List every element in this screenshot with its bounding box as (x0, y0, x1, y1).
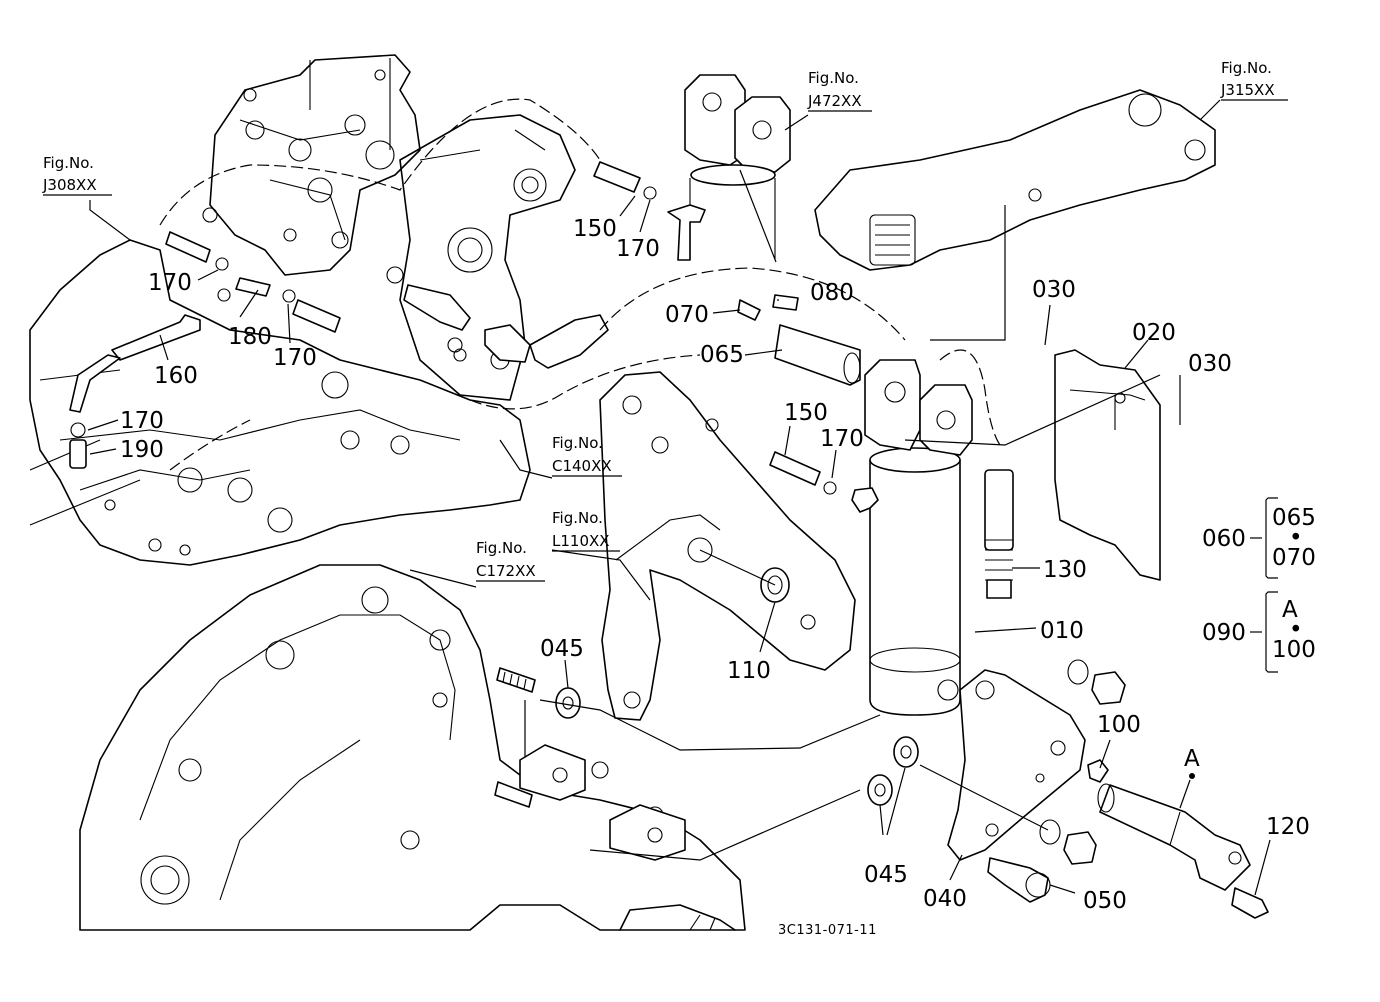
nuts (1039, 659, 1126, 865)
part-label-180: 180 (228, 324, 272, 350)
fig-ref-label: Fig.No. (552, 434, 603, 452)
link-bracket (599, 371, 856, 721)
bolt-050 (987, 857, 1051, 903)
sensor-130 (984, 469, 1014, 599)
part-label-045: 045 (864, 862, 908, 888)
mount-pads (519, 744, 686, 861)
group-item-label: 070 (1272, 545, 1316, 571)
part-label-190: 190 (120, 437, 164, 463)
part-label-040: 040 (923, 886, 967, 912)
group-parent-label: 090 (1202, 620, 1246, 646)
part-label-170: 170 (820, 426, 864, 452)
group-separator: • (1289, 617, 1303, 643)
fig-ref-j315: Fig.No. J315XX (1220, 59, 1288, 101)
part-label-160: 160 (154, 363, 198, 389)
part-label-170: 170 (616, 236, 660, 262)
mount-plate (947, 669, 1086, 861)
left-frame (29, 239, 531, 566)
part-label-170: 170 (273, 345, 317, 371)
part-label-150: 150 (784, 400, 828, 426)
pin-a-marker-dot (1189, 773, 1195, 779)
part-label-030: 030 (1188, 351, 1232, 377)
fig-ref-j308: Fig.No. J308XX (42, 154, 112, 196)
cylinder-clevis-top (684, 74, 791, 260)
part-label-170: 170 (120, 408, 164, 434)
part-label-010: 010 (1040, 618, 1084, 644)
leader-guides (524, 169, 1161, 861)
part-label-100: 100 (1097, 712, 1141, 738)
fig-ref-label: Fig.No. (1221, 59, 1272, 77)
group-parent-label: 060 (1202, 526, 1246, 552)
part-label-170: 170 (148, 270, 192, 296)
fig-ref-code: J472XX (807, 92, 862, 110)
group-separator: • (1289, 525, 1303, 551)
fig-ref-label: Fig.No. (552, 509, 603, 527)
group-item-label: A (1282, 597, 1298, 623)
part-label-030: 030 (1032, 277, 1076, 303)
fig-ref-label: Fig.No. (43, 154, 94, 172)
part-label-070: 070 (665, 302, 709, 328)
part-label-150: 150 (573, 216, 617, 242)
cover-plate (1054, 349, 1161, 581)
part-label-120: 120 (1266, 814, 1310, 840)
fig-ref-code: J308XX (42, 176, 97, 194)
lift-arm (814, 89, 1216, 271)
fig-ref-code: C140XX (552, 457, 612, 475)
part-label-130: 130 (1043, 557, 1087, 583)
part-label-020: 020 (1132, 320, 1176, 346)
fig-ref-c140: Fig.No. C140XX (552, 434, 622, 477)
pin-a (1097, 783, 1251, 891)
part-label-065: 065 (700, 342, 744, 368)
fig-ref-label: Fig.No. (808, 69, 859, 87)
fig-ref-code: L110XX (552, 532, 610, 550)
studs (494, 667, 536, 808)
hydraulic-pipes (69, 161, 879, 513)
part-label-110: 110 (727, 658, 771, 684)
part-label-a: A (1184, 746, 1200, 772)
washers-045 (555, 687, 919, 806)
lift-cylinder (864, 359, 973, 716)
label-leaders (87, 99, 1271, 896)
fig-ref-c172: Fig.No. C172XX (476, 539, 545, 582)
group-060: 060 065 • 070 (1202, 497, 1316, 579)
part-label-045: 045 (540, 636, 584, 662)
fig-ref-label: Fig.No. (476, 539, 527, 557)
part-label-080: 080 (810, 280, 854, 306)
bolt-120 (1231, 887, 1269, 919)
fig-ref-j472: Fig.No. J472XX (807, 69, 872, 112)
group-090: 090 A • 100 (1202, 591, 1316, 673)
drawing-number: 3C131-071-11 (778, 923, 877, 938)
lower-housing (79, 564, 746, 931)
fig-ref-code: C172XX (476, 562, 536, 580)
part-label-050: 050 (1083, 888, 1127, 914)
valve-body (202, 54, 421, 276)
group-item-label: 100 (1272, 637, 1316, 663)
fig-ref-l110: Fig.No. L110XX (552, 509, 620, 552)
fig-ref-code: J315XX (1220, 81, 1275, 99)
hidden-lines (159, 98, 1001, 471)
group-item-label: 065 (1272, 505, 1316, 531)
